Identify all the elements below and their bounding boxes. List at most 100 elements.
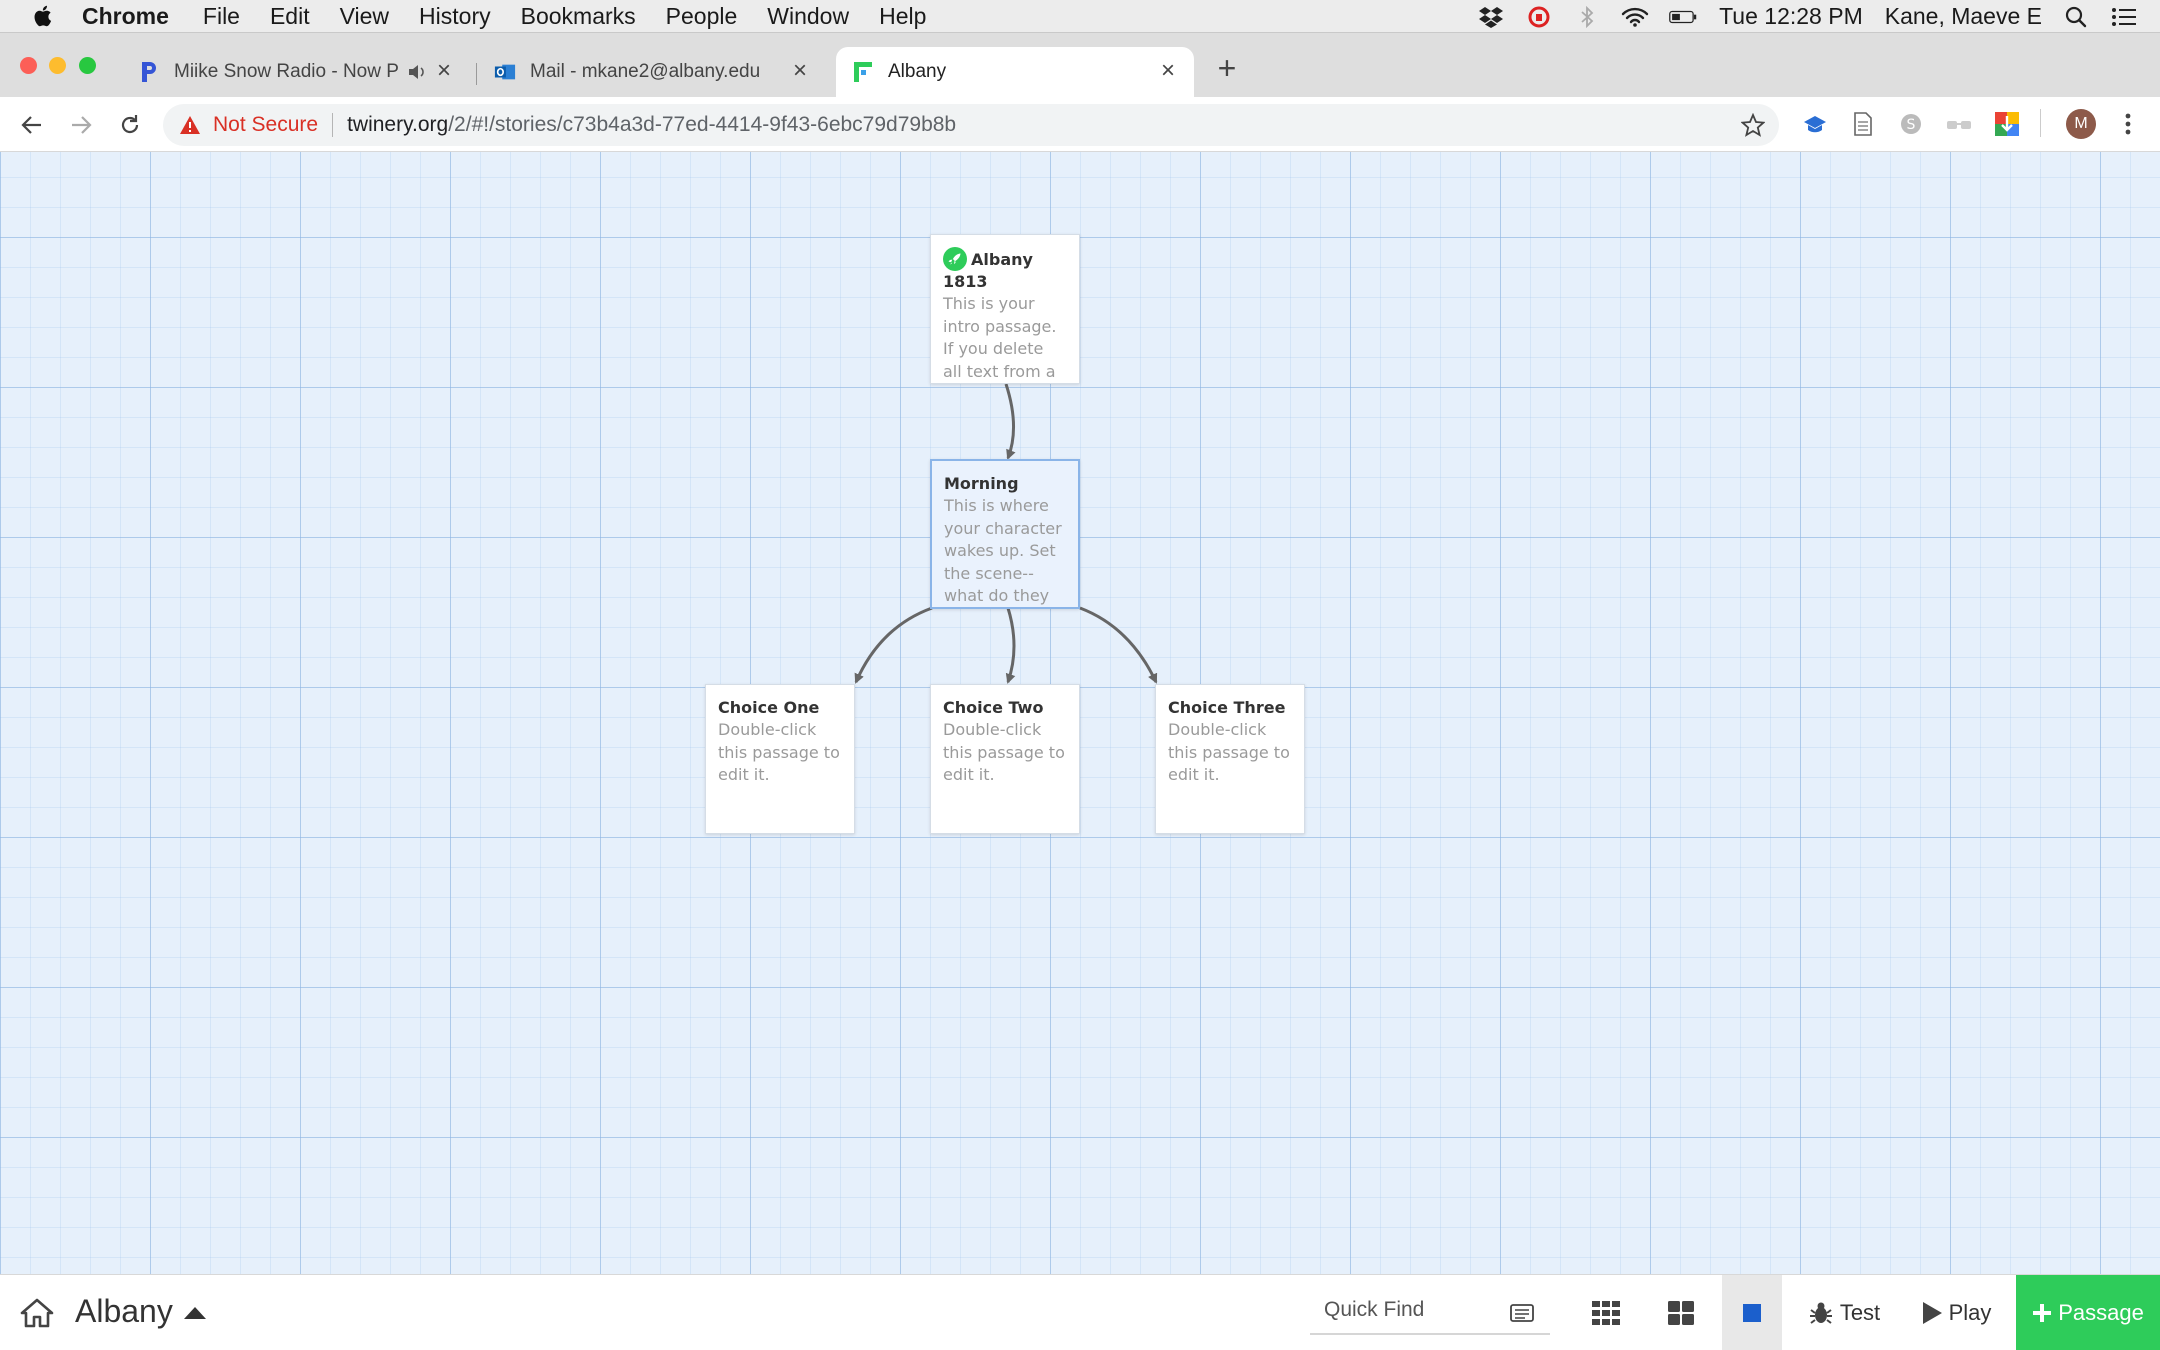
tab-close-icon[interactable]: × [792, 57, 807, 84]
passage-excerpt: This is where your character wakes up. S… [944, 496, 1062, 605]
tab-title: Miike Snow Radio - Now Pl [174, 61, 400, 82]
menu-bar-user[interactable]: Kane, Maeve E [1884, 3, 2042, 29]
zoom-full-button[interactable] [1722, 1275, 1782, 1350]
new-passage-button[interactable]: Passage [2016, 1275, 2160, 1350]
passage-excerpt: This is your intro passage. If you delet… [943, 294, 1057, 381]
back-button[interactable] [16, 109, 48, 141]
svg-text:S: S [1907, 117, 1916, 133]
tab-close-icon[interactable]: × [1160, 57, 1175, 84]
browser-toolbar: Not Secure twinery.org /2/#!/stories/c73… [0, 97, 2160, 152]
plus-icon [2033, 1304, 2052, 1322]
tab-title: Mail - mkane2@albany.edu [530, 61, 761, 82]
forward-button[interactable] [65, 109, 97, 141]
menu-bar-clock[interactable]: Tue 12:28 PM [1719, 3, 1863, 29]
passage-link-arrows [854, 383, 1158, 684]
quick-find-input[interactable] [1310, 1287, 1550, 1335]
wifi-icon[interactable] [1621, 5, 1649, 29]
chrome-menu-icon[interactable] [2118, 109, 2138, 139]
passage-card-albany-1813[interactable]: Albany 1813 This is your intro passage. … [930, 234, 1080, 384]
highlight-filter-button[interactable] [1498, 1275, 1546, 1350]
extension-graduation-cap-icon[interactable] [1802, 111, 1828, 137]
new-tab-button[interactable]: + [1217, 50, 1237, 86]
passage-card-morning[interactable]: Morning This is where your character wak… [930, 459, 1080, 609]
menu-people[interactable]: People [665, 2, 738, 29]
twine-icon [852, 61, 874, 83]
battery-icon[interactable] [1669, 5, 1697, 29]
tab-close-icon[interactable]: × [436, 57, 451, 84]
window-close-button[interactable] [20, 57, 37, 74]
url-path: /2/#!/stories/c73b4a3d-77ed-4414-9f43-6e… [448, 113, 957, 136]
menu-file[interactable]: File [202, 2, 240, 29]
zoom-titles-only-button[interactable] [1584, 1275, 1628, 1350]
play-icon [1922, 1302, 1942, 1324]
square-icon [1743, 1304, 1761, 1322]
not-secure-label[interactable]: Not Secure [213, 113, 319, 136]
passage-title: Albany 1813 [943, 247, 1067, 293]
warning-icon [180, 116, 200, 134]
story-name-menu[interactable]: Albany [75, 1293, 173, 1329]
passage-list-icon [1510, 1304, 1534, 1322]
extension-skype-icon[interactable]: S [1898, 111, 1924, 137]
play-story-button[interactable]: Play [1918, 1275, 1994, 1350]
zoom-medium-button[interactable] [1658, 1275, 1704, 1350]
link-arrow-morning-to-choice-two [1005, 607, 1016, 684]
reload-button[interactable] [114, 109, 146, 141]
extension-google-download-icon[interactable] [1994, 111, 2020, 137]
menu-help[interactable]: Help [879, 2, 927, 29]
passage-card-choice-two[interactable]: Choice Two Double-click this passage to … [930, 684, 1080, 834]
apple-menu-icon[interactable] [32, 4, 52, 28]
menu-edit[interactable]: Edit [269, 2, 310, 29]
link-arrow-morning-to-choice-one [854, 606, 933, 684]
passage-card-choice-one[interactable]: Choice One Double-click this passage to … [705, 684, 855, 834]
passage-title: Choice Two [943, 698, 1044, 717]
tab-audio-playing-icon[interactable] [406, 61, 428, 83]
dropbox-icon[interactable] [1477, 5, 1505, 29]
bug-icon [1809, 1302, 1832, 1324]
window-minimize-button[interactable] [49, 57, 66, 74]
menu-history[interactable]: History [419, 2, 491, 29]
story-toolbar: Albany Test Play Passage [0, 1274, 2160, 1350]
menu-bar-status-area: Tue 12:28 PM Kane, Maeve E [1457, 0, 2138, 33]
passage-card-choice-three[interactable]: Choice Three Double-click this passage t… [1155, 684, 1305, 834]
caret-up-icon[interactable] [182, 1305, 208, 1321]
grid-medium-icon [1668, 1301, 1694, 1325]
outlook-icon [494, 61, 516, 83]
tab-pandora[interactable]: Miike Snow Radio - Now Pl × [124, 47, 470, 97]
passage-excerpt: Double-click this passage to edit it. [718, 720, 840, 784]
test-story-button[interactable]: Test [1802, 1275, 1886, 1350]
lastpass-icon[interactable] [1525, 5, 1553, 29]
address-bar[interactable]: Not Secure twinery.org /2/#!/stories/c73… [163, 104, 1779, 146]
link-arrow-morning-to-choice-three [1079, 606, 1158, 684]
notification-center-icon[interactable] [2110, 5, 2138, 29]
browser-tab-strip: Miike Snow Radio - Now Pl × Mail - mkane… [0, 33, 2160, 97]
macos-menu-bar: Chrome File Edit View History Bookmarks … [0, 0, 2160, 33]
start-passage-rocket-icon [943, 247, 967, 271]
spotlight-search-icon[interactable] [2062, 5, 2090, 29]
play-label: Play [1948, 1300, 1992, 1325]
passage-title: Choice Three [1168, 698, 1286, 717]
menu-bookmarks[interactable]: Bookmarks [520, 2, 636, 29]
passage-title: Morning [944, 474, 1019, 493]
extension-glasses-icon[interactable] [1946, 111, 1972, 137]
grid-small-icon [1592, 1301, 1620, 1325]
bluetooth-icon[interactable] [1573, 5, 1601, 29]
extension-document-icon[interactable] [1850, 111, 1876, 137]
passage-excerpt: Double-click this passage to edit it. [943, 720, 1065, 784]
menu-app-chrome[interactable]: Chrome [82, 2, 169, 29]
tab-separator [476, 63, 477, 85]
link-arrow-albany-to-morning [1004, 383, 1016, 460]
passage-label: Passage [2058, 1300, 2144, 1325]
tab-mail[interactable]: Mail - mkane2@albany.edu × [480, 47, 826, 97]
address-divider [332, 113, 334, 137]
toolbar-divider [2040, 109, 2041, 137]
library-home-button[interactable] [20, 1297, 54, 1329]
menu-view[interactable]: View [339, 2, 390, 29]
tab-title: Albany [888, 61, 947, 82]
passage-excerpt: Double-click this passage to edit it. [1168, 720, 1290, 784]
tab-albany[interactable]: Albany × [836, 47, 1194, 97]
story-map-canvas[interactable]: Albany 1813 This is your intro passage. … [0, 152, 2160, 1274]
bookmark-star-icon[interactable] [1741, 113, 1765, 137]
profile-avatar[interactable]: M [2066, 109, 2096, 139]
menu-window[interactable]: Window [767, 2, 850, 29]
window-zoom-button[interactable] [79, 57, 96, 74]
